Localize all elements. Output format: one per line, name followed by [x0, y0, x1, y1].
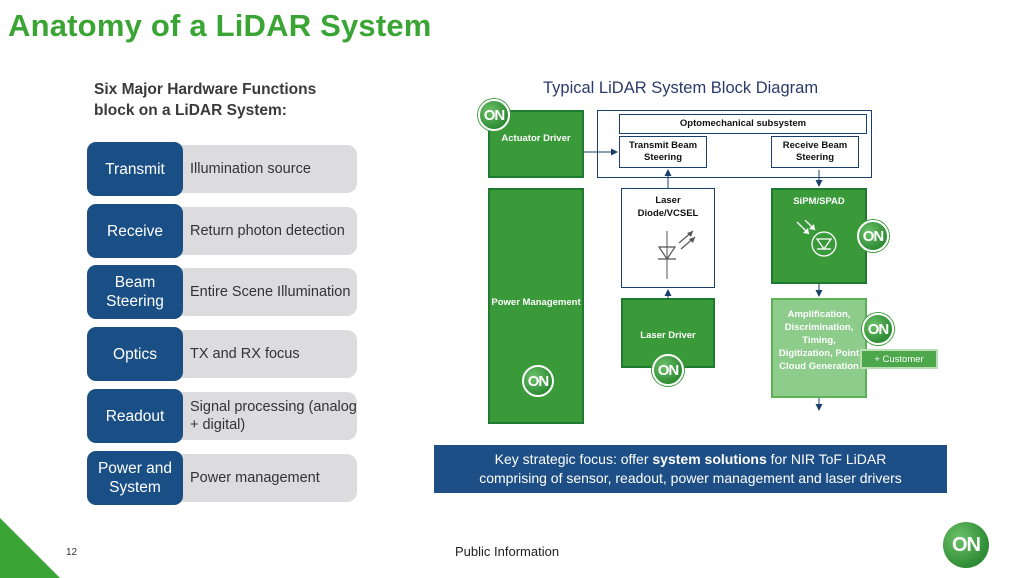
page-number: 12 — [66, 547, 78, 558]
footer-label: Public Information — [455, 544, 560, 559]
banner-bold: system solutions — [652, 451, 767, 467]
diagram-title: Typical LiDAR System Block Diagram — [543, 79, 819, 97]
readout-processing-box: Amplification, Discrimination, Timing, D… — [771, 298, 867, 398]
on-logo-icon: ON — [652, 354, 684, 386]
on-logo-icon: ON — [522, 365, 554, 397]
function-row-transmit: •Illumination source Transmit — [87, 142, 357, 196]
banner-line2: comprising of sensor, readout, power man… — [479, 470, 902, 486]
strategy-banner: Key strategic focus: offer system soluti… — [434, 445, 947, 493]
banner-prefix: Key strategic focus: offer — [494, 451, 653, 467]
function-row-power-system: •Power management Power and System — [87, 451, 357, 505]
optomechanical-subsystem-box: Optomechanical subsystem — [619, 114, 867, 134]
laser-driver-box: Laser Driver — [621, 298, 715, 368]
transmit-beam-steering-box: Transmit Beam Steering — [619, 136, 707, 168]
on-logo-icon: ON — [862, 313, 894, 345]
on-logo-icon: ON — [478, 99, 510, 131]
functions-heading: Six Major Hardware Functions block on a … — [94, 81, 317, 119]
function-desc: TX and RX focus — [190, 346, 300, 362]
function-desc: Entire Scene Illumination — [190, 284, 351, 300]
function-desc: Return photon detection — [190, 223, 345, 239]
on-logo-icon: ON — [857, 220, 889, 252]
on-semiconductor-logo: ON — [943, 522, 989, 568]
function-name: Transmit — [87, 142, 183, 196]
function-row-optics: •TX and RX focus Optics — [87, 327, 357, 381]
function-name: Readout — [87, 389, 183, 443]
photodiode-icon — [796, 220, 837, 257]
function-desc: Illumination source — [190, 161, 311, 177]
function-name: Power and System — [87, 451, 183, 505]
laser-diode-label: Laser Diode/VCSEL — [637, 195, 699, 219]
laser-diode-box: Laser Diode/VCSEL — [621, 188, 715, 288]
receive-beam-steering-box: Receive Beam Steering — [771, 136, 859, 168]
function-name: Optics — [87, 327, 183, 381]
function-row-beam-steering: •Entire Scene Illumination Beam Steering — [87, 265, 357, 319]
corner-decoration — [0, 518, 60, 578]
function-desc: Signal processing (analog + digital) — [190, 399, 357, 433]
function-name: Receive — [87, 204, 183, 258]
function-desc: Power management — [190, 470, 320, 486]
sipm-spad-label: SiPM/SPAD — [793, 196, 845, 207]
slide-title: Anatomy of a LiDAR System — [8, 8, 432, 43]
function-name: Beam Steering — [87, 265, 183, 319]
laser-diode-icon — [657, 230, 696, 279]
function-row-readout: •Signal processing (analog + digital) Re… — [87, 389, 357, 443]
banner-suffix: for NIR ToF LiDAR — [766, 451, 887, 467]
function-row-receive: •Return photon detection Receive — [87, 204, 357, 258]
sipm-spad-box: SiPM/SPAD — [771, 188, 867, 284]
customer-tag: + Customer — [860, 349, 938, 369]
